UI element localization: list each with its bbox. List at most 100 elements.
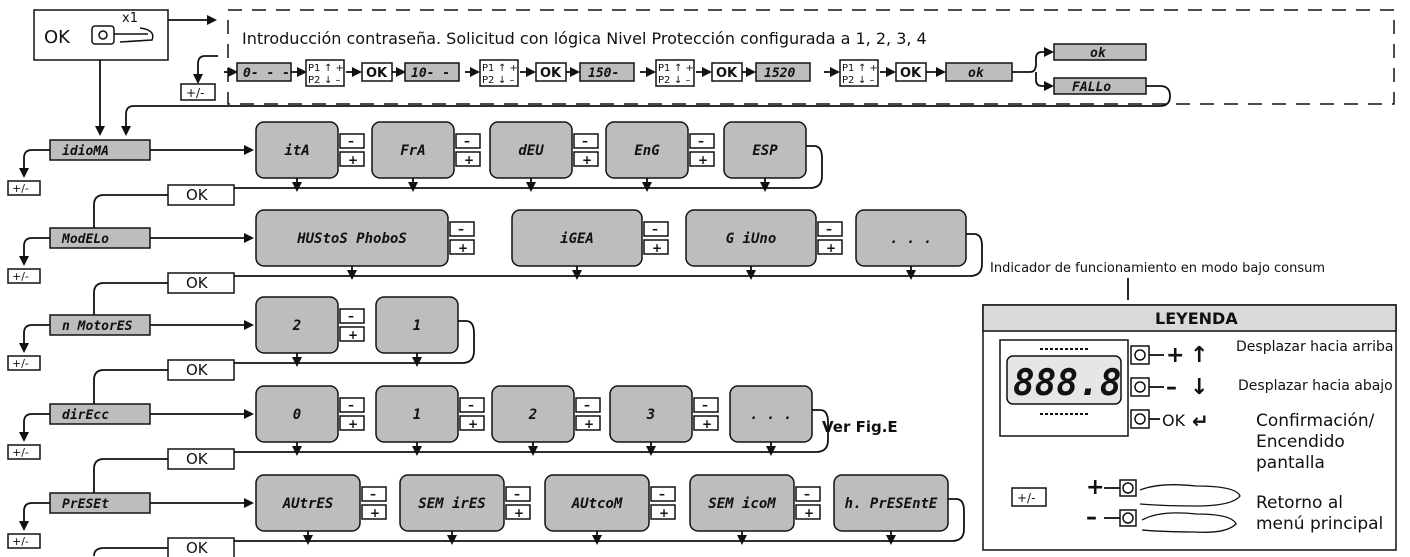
svg-text:↓ –: ↓ – bbox=[498, 75, 515, 86]
option-label-1-2: FrA bbox=[400, 143, 425, 159]
svg-text:OK: OK bbox=[716, 66, 738, 81]
option-label-1-4: EnG bbox=[634, 143, 660, 159]
option-label-2-1: HUStoS PhoboS bbox=[296, 231, 407, 247]
minus-key-1-3 bbox=[573, 133, 599, 149]
menu-label-4: dirEcc bbox=[62, 408, 109, 423]
plus-key-2-3 bbox=[817, 239, 843, 255]
plusminus-box-2 bbox=[7, 268, 41, 284]
option-label-3-2: 1 bbox=[413, 318, 421, 334]
legend-up-text: Desplazar hacia arriba bbox=[1236, 339, 1393, 355]
option-label-1-5: ESP bbox=[752, 143, 778, 159]
svg-text:–: – bbox=[348, 398, 354, 412]
password-step-4: 1520 bbox=[755, 62, 811, 82]
plusminus-box-4 bbox=[7, 444, 41, 460]
svg-text:P1: P1 bbox=[482, 63, 494, 74]
svg-text:+: + bbox=[1086, 475, 1104, 500]
plus-key-4-2 bbox=[459, 415, 485, 431]
password-step-3: 150- bbox=[579, 62, 635, 82]
minus-key-4-1 bbox=[339, 397, 365, 413]
password-result-box: ok bbox=[945, 62, 1013, 82]
svg-text:–: – bbox=[464, 134, 470, 148]
legend-back-1: Retorno al bbox=[1256, 493, 1343, 513]
menu-label-1: idioMA bbox=[62, 144, 109, 159]
option-label-4-1: 0 bbox=[293, 407, 301, 423]
svg-text:–: – bbox=[348, 309, 354, 323]
password-result-fail: FALLo bbox=[1053, 77, 1147, 95]
password-keys-4: P1 P2 ↑ + ↓ – bbox=[839, 59, 879, 87]
plusminus-label-2: +/- bbox=[12, 270, 29, 283]
minus-key-4-2 bbox=[459, 397, 485, 413]
password-result-ok: ok bbox=[1053, 43, 1147, 61]
legend-display bbox=[1006, 355, 1122, 405]
svg-text:+: + bbox=[348, 417, 358, 431]
plus-key-4-1 bbox=[339, 415, 365, 431]
legend-back-2: menú principal bbox=[1256, 514, 1383, 534]
menu-row-2: ModELo+/-HUStoS PhoboS–+iGEA–+G iUno–+. … bbox=[7, 209, 983, 315]
option-label-5-4: SEM icoM bbox=[708, 496, 776, 512]
svg-text:+: + bbox=[582, 153, 592, 167]
svg-text:↓ –: ↓ – bbox=[858, 75, 875, 86]
svg-text:+: + bbox=[698, 153, 708, 167]
svg-text:ok: ok bbox=[968, 66, 985, 81]
option-label-2-4: . . . bbox=[890, 231, 932, 247]
plus-key-5-3 bbox=[650, 504, 676, 520]
minus-key-5-1 bbox=[361, 486, 387, 502]
plus-key-5-1 bbox=[361, 504, 387, 520]
legend-plusminus: +/- bbox=[1017, 491, 1035, 505]
legend-confirm-1: Confirmación/ bbox=[1256, 411, 1375, 431]
svg-text:↓ –: ↓ – bbox=[324, 75, 341, 86]
plus-key-2-1 bbox=[449, 239, 475, 255]
svg-text:↑ +: ↑ + bbox=[324, 63, 344, 74]
password-ok-2: OK bbox=[535, 62, 567, 82]
svg-text:OK: OK bbox=[540, 66, 562, 81]
svg-text:↑ +: ↑ + bbox=[674, 63, 694, 74]
ok-label-5: OK bbox=[186, 539, 209, 557]
option-label-2-3: G iUno bbox=[726, 231, 777, 247]
password-keys-2: P1 P2 ↑ + ↓ – bbox=[479, 59, 519, 87]
svg-text:ok: ok bbox=[1090, 46, 1107, 61]
option-label-4-4: 3 bbox=[646, 407, 655, 423]
finger-press-icon bbox=[1139, 484, 1241, 533]
option-label-2-2: iGEA bbox=[560, 231, 594, 247]
ok-label-3: OK bbox=[186, 361, 209, 379]
password-ok-1: OK bbox=[361, 62, 393, 82]
option-label-4-2: 1 bbox=[413, 407, 421, 423]
svg-text:P2: P2 bbox=[842, 75, 854, 86]
minus-key-4-4 bbox=[693, 397, 719, 413]
plus-key-1-3 bbox=[573, 151, 599, 167]
down-arrow-icon: ↓ bbox=[1190, 375, 1208, 400]
plus-key-3-1 bbox=[339, 326, 365, 342]
svg-text:–: – bbox=[702, 398, 708, 412]
svg-text:150-: 150- bbox=[588, 66, 619, 81]
svg-text:↑ +: ↑ + bbox=[498, 63, 518, 74]
svg-text:OK: OK bbox=[900, 66, 922, 81]
minus-key-2-2 bbox=[643, 221, 669, 237]
legend-plus: + bbox=[1166, 343, 1184, 368]
svg-text:↓ –: ↓ – bbox=[674, 75, 691, 86]
ok-label-2: OK bbox=[186, 274, 209, 292]
minus-key-1-2 bbox=[455, 133, 481, 149]
svg-text:–: – bbox=[514, 487, 520, 501]
option-label-5-1: AUtrES bbox=[282, 496, 334, 512]
svg-text:+: + bbox=[584, 417, 594, 431]
up-arrow-icon: ↑ bbox=[1190, 343, 1208, 368]
plus-key-1-1 bbox=[339, 151, 365, 167]
svg-text:+: + bbox=[348, 328, 358, 342]
plusminus-box-5 bbox=[7, 533, 41, 549]
password-ok-3: OK bbox=[711, 62, 743, 82]
option-label-4-3: 2 bbox=[528, 407, 537, 423]
legend-title: LEYENDA bbox=[1155, 309, 1238, 328]
option-label-5-5: h. PrESEntE bbox=[845, 496, 938, 512]
svg-text:–: – bbox=[826, 222, 832, 236]
hand-press-icon bbox=[91, 25, 154, 45]
svg-text:–: – bbox=[652, 222, 658, 236]
svg-text:–: – bbox=[348, 134, 354, 148]
legend-ok-key: OK bbox=[1162, 411, 1186, 430]
plusminus-label-1: +/- bbox=[12, 182, 29, 195]
svg-text:P1: P1 bbox=[842, 63, 854, 74]
minus-key-2-3 bbox=[817, 221, 843, 237]
password-dashed-frame bbox=[227, 9, 1395, 105]
password-ok-4: OK bbox=[895, 62, 927, 82]
